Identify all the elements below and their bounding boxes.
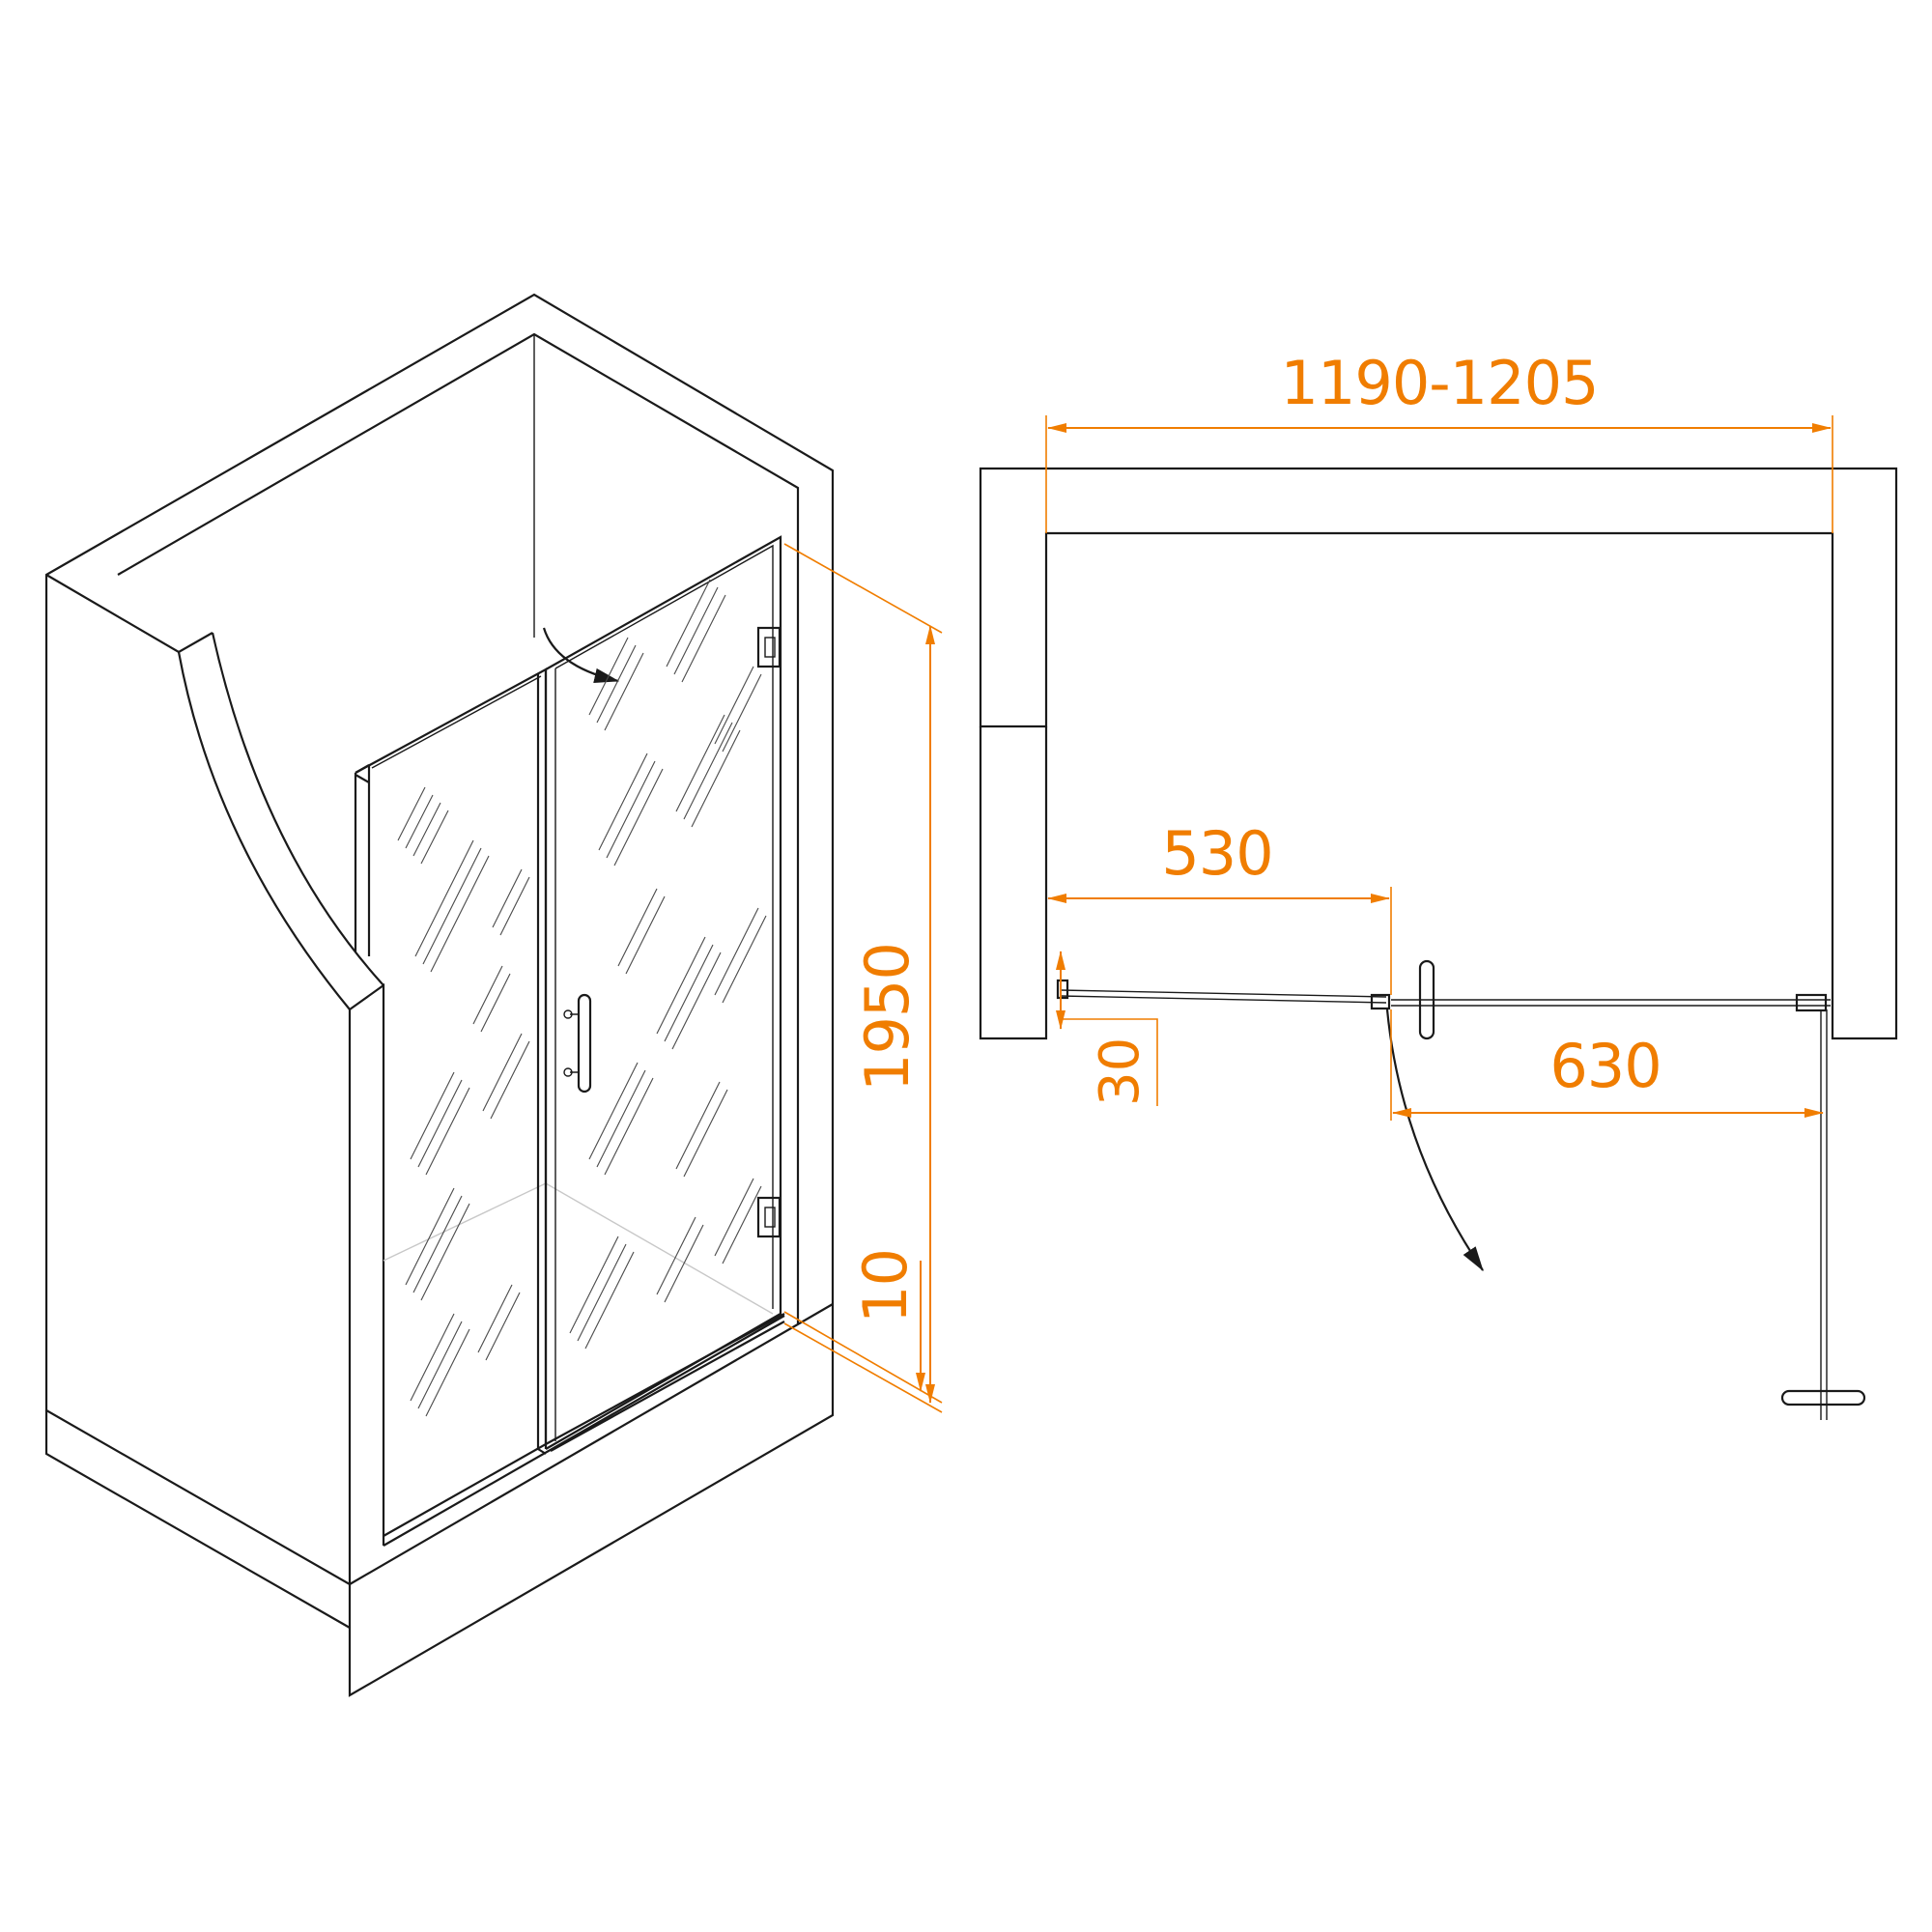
hinge-bottom — [756, 1196, 781, 1238]
depth-leader — [1061, 1018, 1158, 1106]
height-label: 1950 — [852, 943, 923, 1092]
wall-top-inner — [117, 332, 800, 1323]
plan-fixed-panel — [1060, 989, 1387, 1004]
wall-top-front — [45, 574, 213, 654]
plan-wall-outline — [979, 467, 1898, 1040]
isometric-view: 1950 10 — [44, 293, 943, 1697]
plan-handle — [1418, 959, 1435, 1040]
plan-open-door-handle — [1780, 1389, 1866, 1406]
height-extension-top — [783, 543, 943, 634]
height-extension-bottom — [783, 1322, 943, 1413]
base-front-edge — [349, 1303, 834, 1585]
cutaway-step — [349, 982, 385, 1546]
wall-outline — [44, 293, 835, 1697]
floor-line-1 — [383, 1182, 774, 1315]
base-top-edge — [44, 1410, 351, 1629]
plan-middle-profile — [1370, 993, 1391, 1010]
curved-cutaway-inner — [211, 632, 384, 986]
door-panel-frame — [545, 535, 782, 1450]
bottom-gap-extension — [783, 1311, 943, 1404]
plan-left-wall-stub — [979, 726, 1048, 1040]
door-panel-label: 630 — [1549, 1031, 1661, 1101]
plan-wall-profile — [1056, 979, 1069, 1000]
door-handle — [563, 993, 592, 1094]
depth-label: 30 — [1089, 1037, 1151, 1106]
plan-open-door — [1820, 1009, 1828, 1420]
bottom-gap-label: 10 — [850, 1249, 921, 1323]
fixed-panel-top — [371, 675, 542, 769]
fixed-panel-label: 530 — [1161, 818, 1272, 889]
plan-view: 1190-1205 530 30 630 — [979, 348, 1898, 1420]
middle-profile — [536, 669, 548, 1455]
door-panel-inner — [554, 544, 774, 1441]
opening-direction-arrow — [542, 627, 620, 684]
hinge-top — [756, 626, 781, 668]
shower-tray-edge — [383, 1315, 785, 1547]
wall-profile — [354, 764, 371, 956]
curved-cutaway-outer — [177, 651, 351, 1010]
plan-door-panel — [1391, 999, 1831, 1007]
door-swing-arc — [1385, 1009, 1484, 1272]
plan-hinge — [1795, 993, 1828, 1012]
glass-hatching — [397, 579, 767, 1417]
width-label: 1190-1205 — [1281, 348, 1599, 418]
door-bottom-rail — [545, 1313, 785, 1452]
